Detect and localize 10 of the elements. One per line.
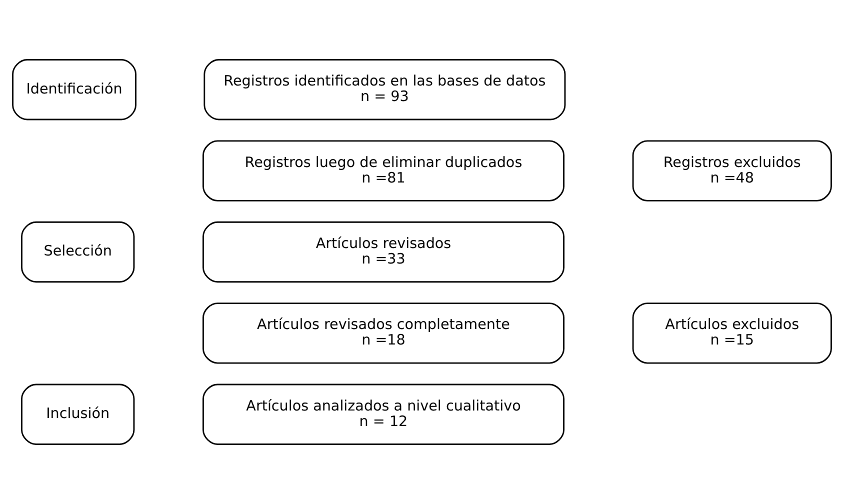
node-box: Artículos analizados a nivel cualitativo n = 12 bbox=[202, 383, 564, 444]
node-box: Identificación bbox=[12, 58, 136, 120]
node-box: Artículos revisados n =33 bbox=[202, 220, 564, 282]
node-box: Artículos excluidos n =15 bbox=[632, 302, 832, 364]
node-box: Selección bbox=[21, 220, 135, 282]
node-box: Registros excluidos n =48 bbox=[632, 140, 832, 201]
node-box: Inclusión bbox=[21, 383, 135, 444]
node-box: Registros luego de eliminar duplicados n =81 bbox=[202, 140, 564, 201]
node-box: Artículos revisados completamente n =18 bbox=[202, 302, 564, 364]
node-box: Registros identificados en las bases de datos n = 93 bbox=[204, 58, 566, 120]
